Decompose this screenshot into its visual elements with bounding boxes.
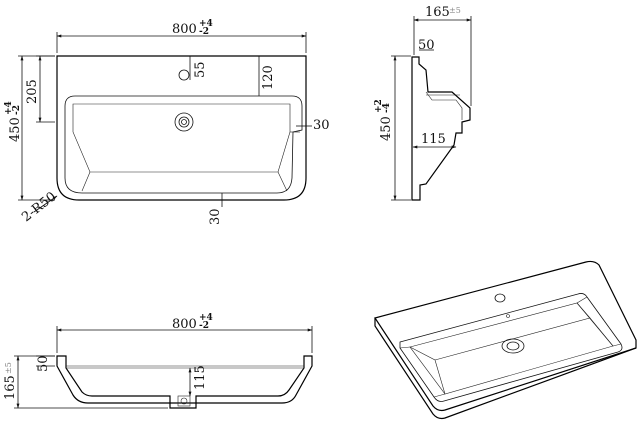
side-depth-tol-plus: +2 [374,99,384,113]
front-bowl-depth: 115 [193,365,208,390]
top-depth-value: 450 [8,117,23,142]
top-tap-to-drain: 120 [261,65,276,90]
top-width-tol-plus: +4 [199,19,213,29]
front-height-tol: ±5 [4,362,13,374]
front-height-value: 165 [3,375,18,400]
front-view: 800 +4 -2 50 165 ±5 115 [3,313,313,409]
side-depth-top-tol: ±5 [449,6,461,15]
top-depth-tol-minus: -2 [12,105,22,115]
top-front-rim: 30 [208,208,223,225]
side-rim-height: 50 [418,38,435,53]
top-view-bowl [64,95,303,194]
top-tap-offset: 55 [193,61,208,78]
front-width-value: 800 [172,317,197,332]
iso-tap-hole [494,293,506,303]
top-corner-radius: 2-R50 [19,189,59,225]
top-side-rim: 30 [313,118,330,133]
side-depth-top: 165 [425,5,450,20]
iso-drain [501,338,525,354]
top-width-tol-minus: -2 [199,27,209,37]
front-rim-height: 50 [36,355,51,372]
front-view-profile [56,355,313,409]
side-view: 165 ±5 50 450 +2 -4 115 [374,5,472,201]
front-width-tol-minus: -2 [199,321,209,331]
front-width-tol-plus: +4 [199,313,213,323]
tap-hole [178,69,190,81]
iso-bowl [399,293,623,402]
top-view-outline [56,55,307,201]
side-bowl-depth: 115 [421,132,446,147]
side-depth-tol-minus: -4 [382,103,392,113]
top-back-to-bowl: 205 [25,79,40,104]
drain-outer [174,112,194,132]
iso-outer-rim [374,260,637,412]
top-depth-tol-plus: +4 [4,101,14,115]
top-width-value: 800 [172,22,197,37]
side-depth-value: 450 [379,116,394,141]
drain-inner [178,116,190,128]
side-view-profile [411,56,471,201]
top-view: 800 +4 -2 55 120 205 450 +4 -2 30 30 2-R… [4,19,330,225]
isometric-view [374,260,637,420]
